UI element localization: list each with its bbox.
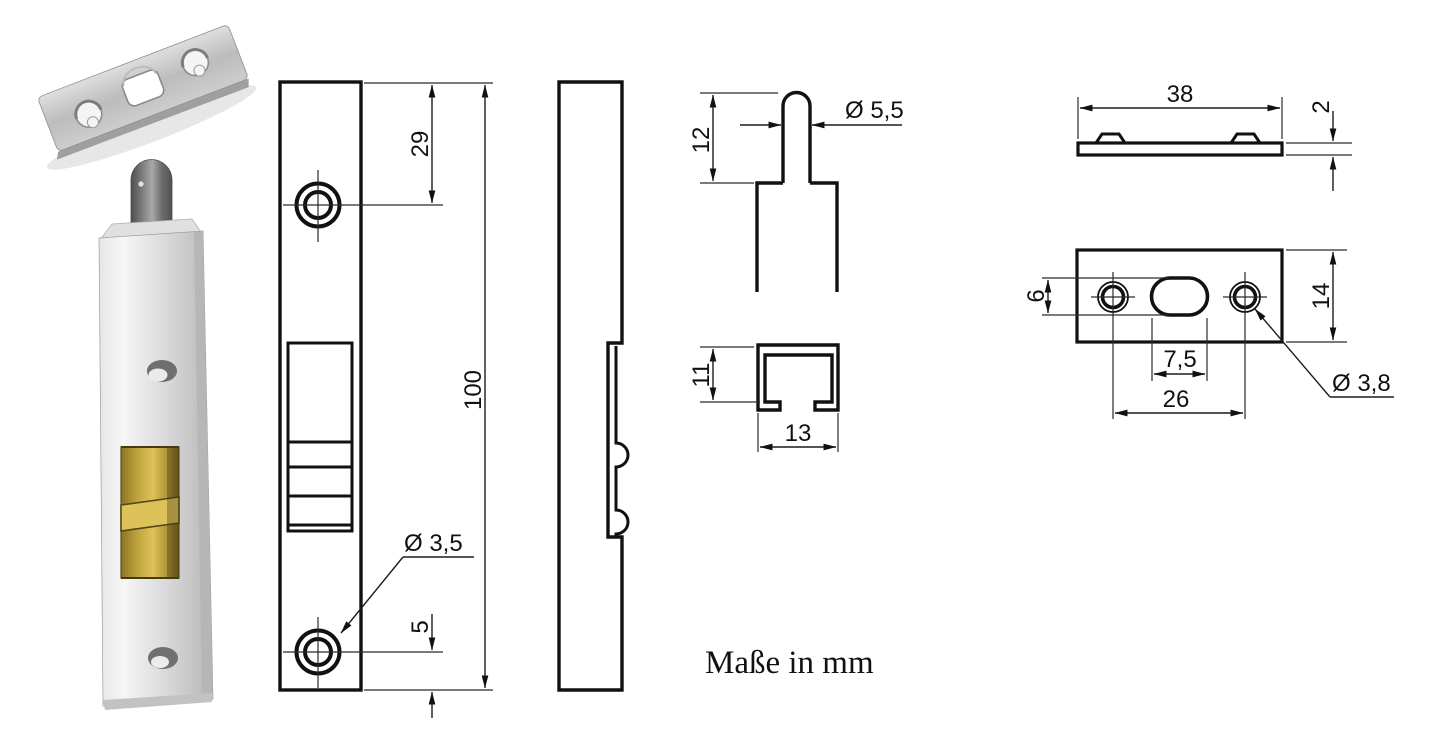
plate-screw-hole-left xyxy=(74,99,103,129)
dim-text-hole-diameter-38: Ø 3,8 xyxy=(1332,370,1391,397)
dim-text-plate-thickness: 2 xyxy=(1308,100,1335,113)
bolt-side-view xyxy=(557,80,630,692)
bolt-front-view: 29 100 5 Ø 3,5 xyxy=(278,80,493,718)
pin-highlight xyxy=(138,181,144,187)
strike-plate-front-view: 6 14 7,5 26 Ø 3,8 xyxy=(1023,248,1394,419)
bolt-pin-photo xyxy=(130,159,173,234)
dim-text-hole-diameter-35: Ø 3,5 xyxy=(404,530,463,557)
dim-text-plate-height: 14 xyxy=(1308,283,1335,310)
plate-side-outline xyxy=(1076,141,1284,157)
dim-text-slot-width: 7,5 xyxy=(1163,346,1196,373)
plate-bolt-slot xyxy=(1149,276,1210,317)
units-note: Maße in mm xyxy=(705,645,874,681)
pin-housing-outline xyxy=(755,181,839,292)
front-faceplate-outline xyxy=(278,80,363,692)
dim-text-total-height: 100 xyxy=(460,370,487,410)
pin-outline xyxy=(781,90,812,183)
dim-text-hole-spacing: 26 xyxy=(1163,386,1190,413)
bolt-body-right-shade xyxy=(194,231,213,700)
strike-plate-side-view: 38 2 xyxy=(1076,81,1352,191)
front-slider-window xyxy=(286,341,354,533)
plate-shadow xyxy=(47,85,257,170)
plate-edge xyxy=(56,78,249,160)
plate-dimple-left xyxy=(1094,132,1127,144)
locking-pin-detail: 12 Ø 5,5 xyxy=(688,90,904,292)
brass-slider xyxy=(120,446,180,579)
plate-front-outline xyxy=(1075,248,1284,344)
dim-text-channel-width: 13 xyxy=(785,420,812,447)
leader-line-d35 xyxy=(340,556,404,634)
channel-outline xyxy=(756,343,840,412)
dim-text-plate-width: 38 xyxy=(1167,81,1194,108)
bolt-bottom-edge xyxy=(103,693,213,710)
dim-text-pin-length: 12 xyxy=(688,127,715,154)
screw-hole-bottom-highlight xyxy=(151,656,169,668)
plate-bolt-opening xyxy=(121,69,165,107)
screw-hole-top-highlight xyxy=(148,368,168,382)
side-slider-profile xyxy=(614,346,630,537)
dim-text-slot-height: 6 xyxy=(1023,289,1050,302)
plate-dimple-right xyxy=(1229,132,1262,144)
dim-text-pin-diameter: Ø 5,5 xyxy=(845,97,904,124)
plate-screw-hole-right xyxy=(180,48,210,77)
dim-text-channel-height: 11 xyxy=(688,363,715,388)
product-photo xyxy=(38,25,257,710)
dim-text-hole-offset-top: 29 xyxy=(407,131,434,158)
strike-plate-photo xyxy=(38,25,257,170)
leader-line-d38 xyxy=(1254,308,1331,398)
side-outline xyxy=(557,80,624,692)
dim-text-hole-offset-bottom: 5 xyxy=(407,620,434,633)
u-channel-profile: 11 13 xyxy=(688,343,840,452)
opening-shadow xyxy=(122,65,157,87)
flush-bolt-photo xyxy=(98,159,214,710)
